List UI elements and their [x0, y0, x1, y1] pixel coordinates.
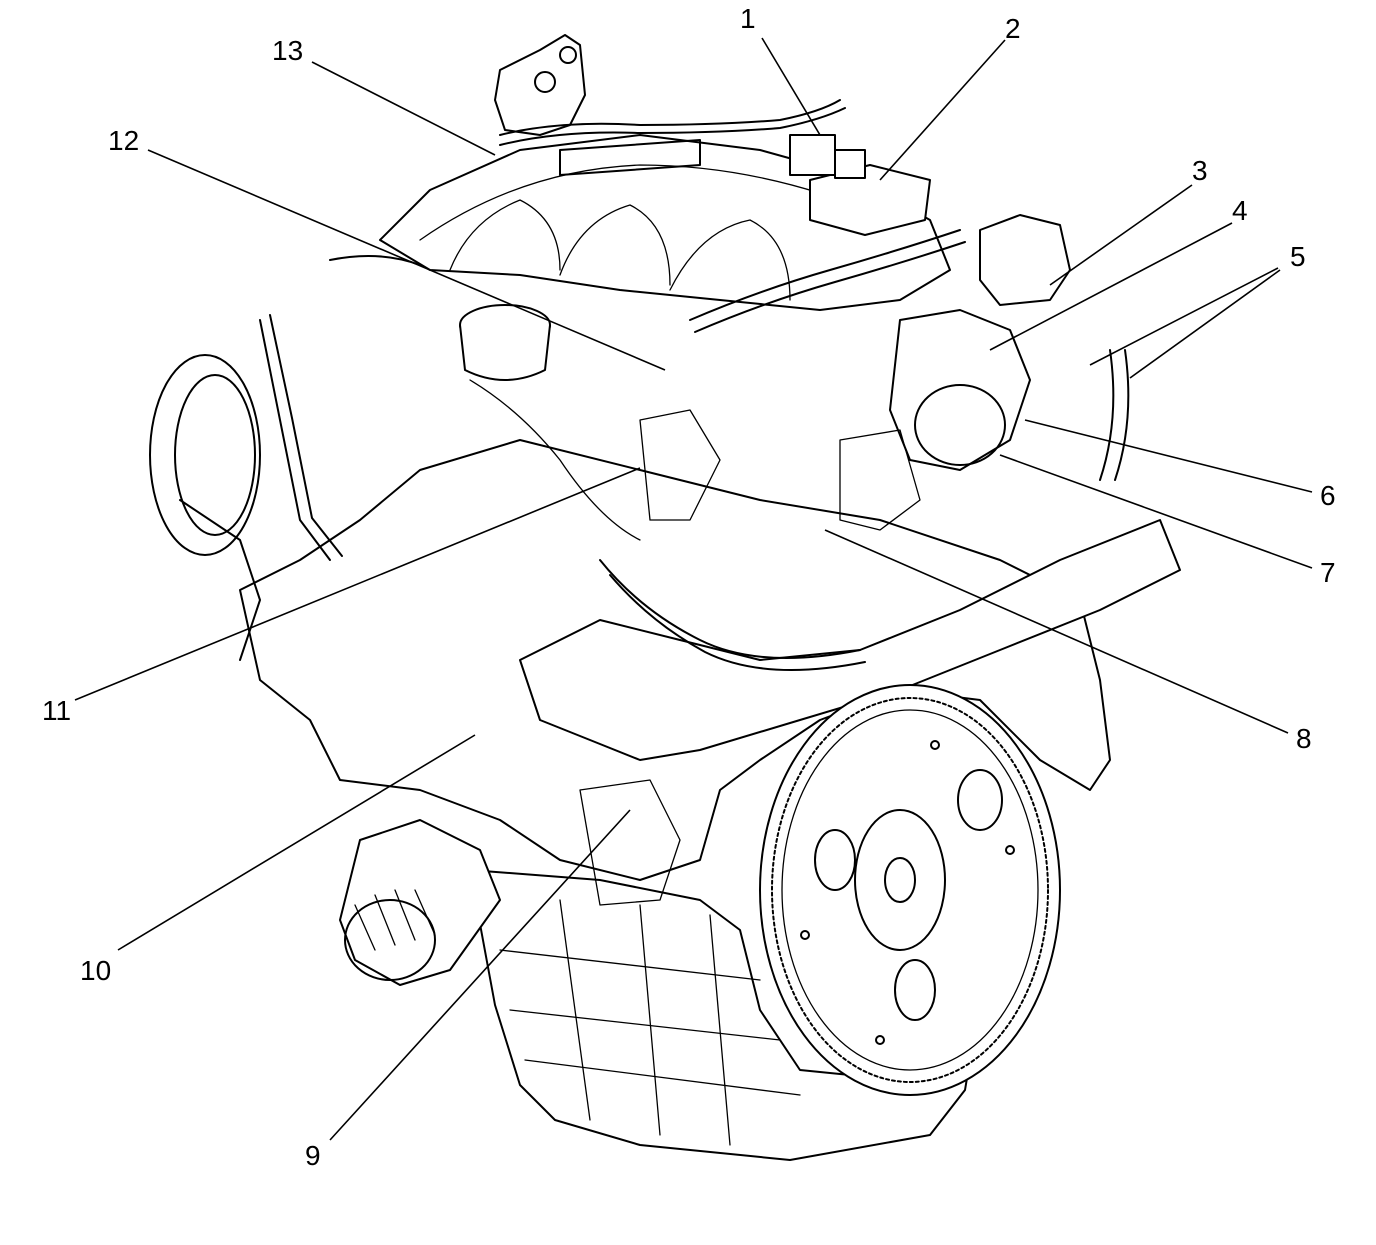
callout-7: 7: [1320, 557, 1336, 588]
leader-3: [1049, 184, 1193, 286]
leader-5a: [1089, 267, 1279, 366]
callout-13: 13: [272, 35, 303, 66]
leader-4: [989, 222, 1233, 351]
leader-6: [1024, 419, 1313, 493]
wiring-harness-mid: [689, 229, 961, 321]
flywheel: [759, 684, 1061, 1096]
callout-4: 4: [1232, 195, 1248, 226]
ignition-module: [809, 164, 931, 236]
leader-lines: [74, 37, 1313, 1141]
leader-9: [329, 809, 631, 1141]
callout-12: 12: [108, 125, 139, 156]
engine-illustration: [149, 34, 1181, 1161]
leader-11: [74, 467, 641, 701]
oil-filler-cap: [459, 304, 551, 381]
leader-13: [311, 61, 496, 156]
callout-9: 9: [305, 1140, 321, 1171]
callout-2: 2: [1005, 13, 1021, 44]
callout-1: 1: [740, 3, 756, 34]
callout-5: 5: [1290, 241, 1306, 272]
crank-pulley: [149, 354, 261, 556]
intake-plenum: [379, 134, 951, 311]
wiring-harness-top: [499, 99, 841, 136]
leader-12: [147, 149, 666, 371]
oil-filter: [339, 819, 501, 986]
callout-11: 11: [42, 695, 71, 726]
leader-2: [879, 39, 1006, 181]
callout-6: 6: [1320, 480, 1336, 511]
throttle-body: [889, 309, 1031, 471]
exhaust-manifold: [519, 519, 1181, 761]
callout-3: 3: [1192, 155, 1208, 186]
leader-5b: [1129, 269, 1281, 379]
leader-8: [824, 529, 1289, 734]
callout-8: 8: [1296, 723, 1312, 754]
leader-7: [999, 454, 1313, 569]
lift-bracket: [494, 34, 586, 136]
callout-10: 10: [80, 955, 111, 986]
leader-1: [761, 37, 821, 136]
leader-10: [117, 734, 476, 951]
upper-housing: [979, 214, 1071, 306]
callout-labels: 1 2 3 4 5 6 7 8 9 10 11 12 13: [42, 3, 1336, 1171]
